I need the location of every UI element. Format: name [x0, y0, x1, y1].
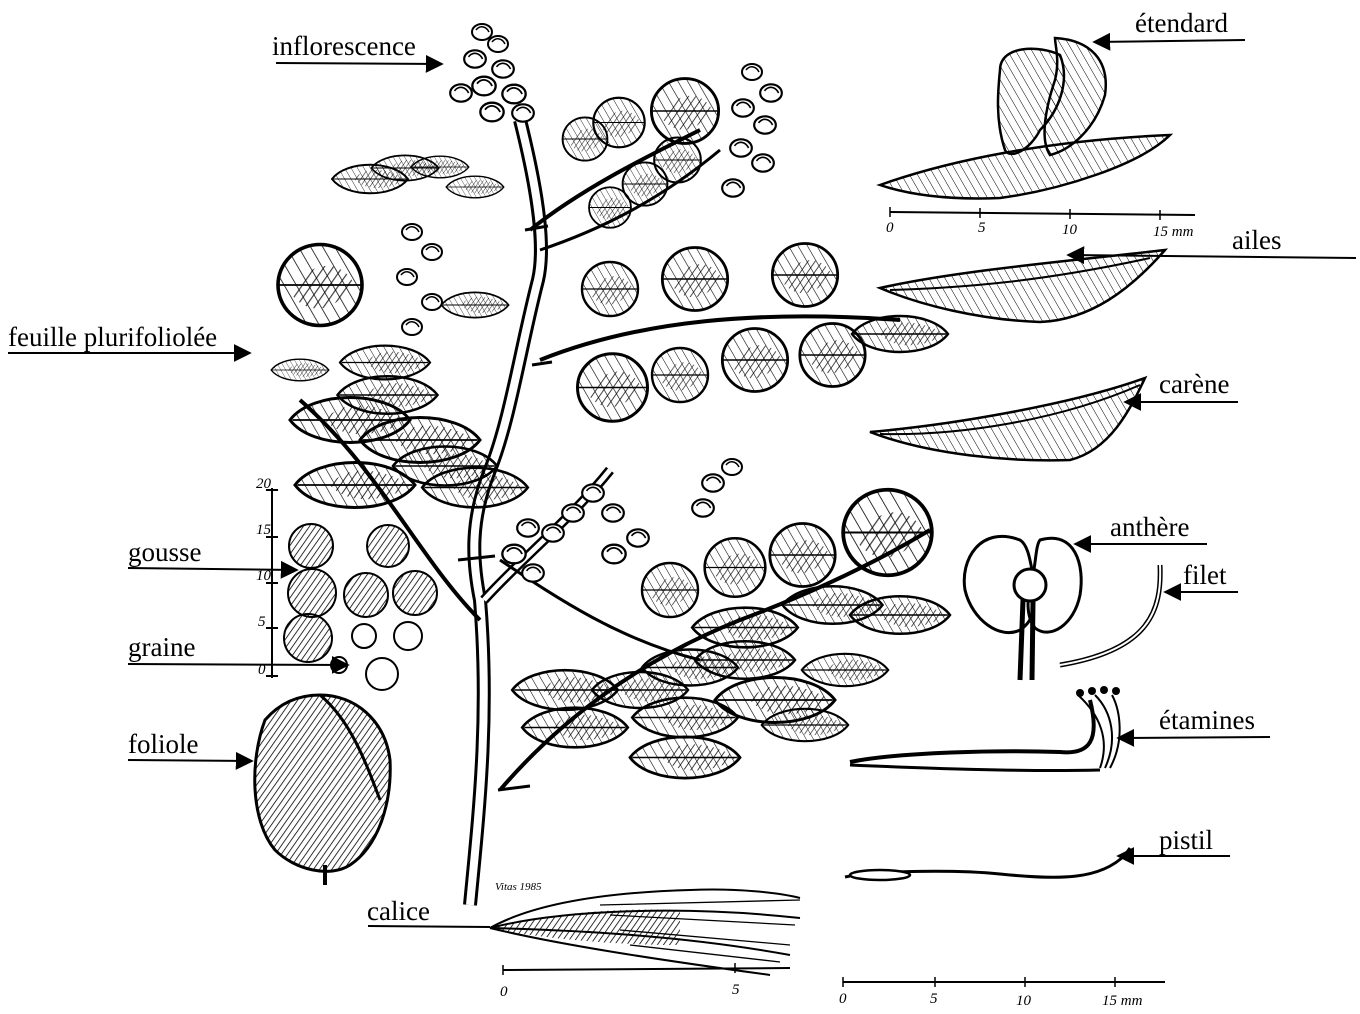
label-anthere: anthère: [1110, 512, 1189, 542]
ailes-drawing: [880, 250, 1165, 322]
scale-vertical-10: 10: [256, 568, 271, 584]
artist-signature: Vitas 1985: [495, 881, 542, 893]
scale-bottom-right-15: 15 mm: [1102, 993, 1142, 1009]
scale-bottom-left-0: 0: [500, 984, 508, 1000]
anthere-drawing: [964, 536, 1081, 680]
foliole-drawing: [255, 695, 390, 885]
label-calice: calice: [367, 896, 430, 926]
label-ailes: ailes: [1232, 225, 1281, 255]
label-pistil: pistil: [1159, 825, 1213, 855]
label-gousse: gousse: [128, 537, 202, 567]
arrow-inflorescence: [276, 63, 442, 64]
scale-bar-bottom-left: [503, 963, 790, 975]
scale-bottom-right-5: 5: [930, 991, 938, 1007]
calice-drawing: [490, 890, 800, 975]
arrow-graine: [128, 664, 348, 665]
scale-top-5: 5: [978, 220, 986, 236]
scale-vertical-5: 5: [258, 614, 266, 630]
scale-top-0: 0: [886, 220, 894, 236]
scale-bar-bottom-right: [843, 977, 1165, 987]
etamines-drawing: [850, 686, 1120, 771]
label-feuille-plurifoliolee: feuille plurifoliolée: [8, 322, 217, 352]
label-graine: graine: [128, 632, 195, 662]
label-inflorescence: inflorescence: [272, 31, 416, 61]
label-carene: carène: [1159, 369, 1229, 399]
scale-top-10: 10: [1062, 222, 1077, 238]
label-etendard: étendard: [1135, 8, 1228, 38]
etendard-drawing: [880, 38, 1170, 198]
scale-bar-top: [890, 207, 1195, 220]
scale-vertical-0: 0: [258, 662, 266, 678]
label-filet: filet: [1183, 560, 1226, 590]
scale-bottom-left-5: 5: [732, 982, 740, 998]
scale-vertical-15: 15: [256, 522, 271, 538]
scale-vertical-20: 20: [256, 476, 271, 492]
arrow-foliole: [128, 760, 252, 761]
label-etamines: étamines: [1159, 705, 1255, 735]
scale-bottom-right-0: 0: [839, 991, 847, 1007]
arrow-etendard: [1094, 40, 1245, 42]
pistil-drawing: [845, 848, 1130, 880]
arrow-etamines: [1118, 737, 1270, 738]
carene-drawing: [870, 378, 1145, 460]
label-foliole: foliole: [128, 729, 198, 759]
line-calice: [368, 926, 490, 927]
scale-bottom-right-10: 10: [1016, 993, 1031, 1009]
scale-top-15: 15 mm: [1153, 224, 1193, 240]
